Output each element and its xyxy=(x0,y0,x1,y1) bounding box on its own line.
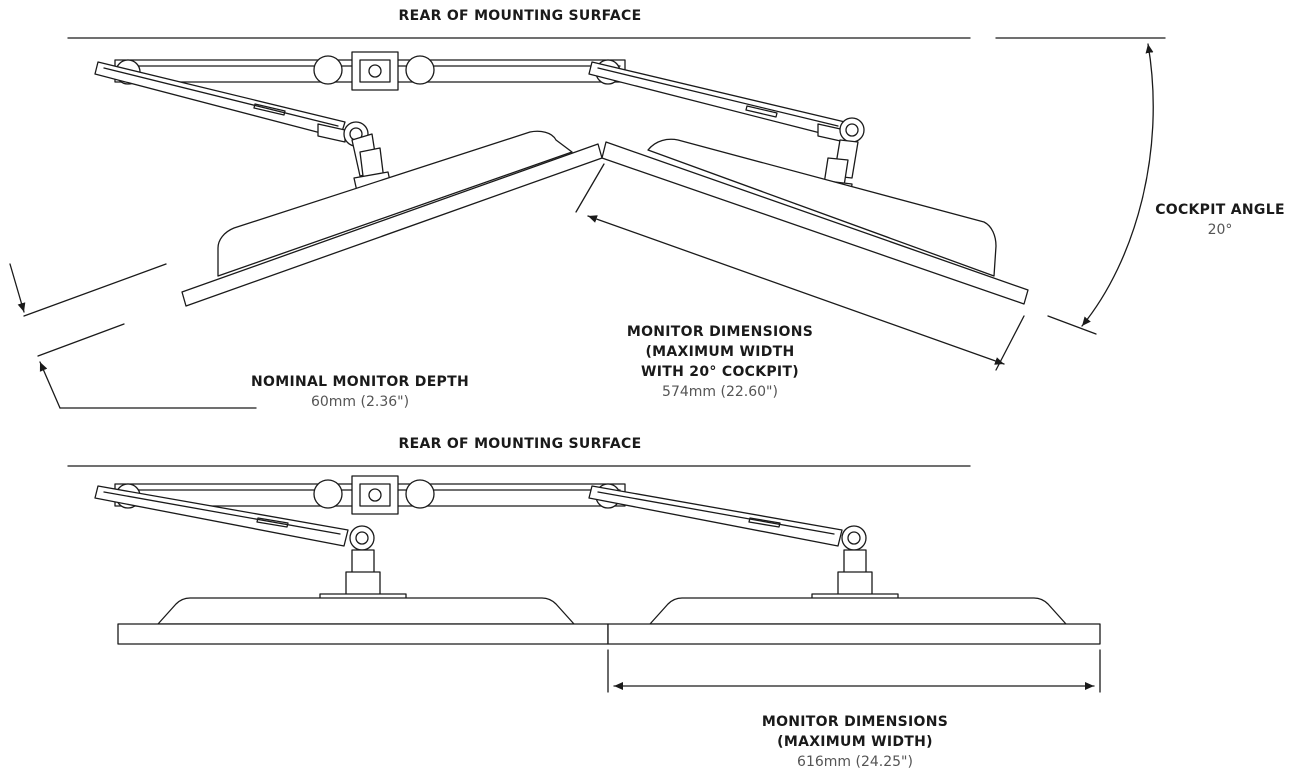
top-dimensions-line1: MONITOR DIMENSIONS xyxy=(626,324,814,340)
bottom-monitor-dimensions-label: MONITOR DIMENSIONS (MAXIMUM WIDTH) 616mm… xyxy=(740,712,970,772)
top-dimensions-value: 574mm (22.60") xyxy=(662,384,778,400)
top-right-monitor xyxy=(601,138,1029,305)
bottom-width-dimension xyxy=(607,649,1101,693)
bottom-dimensions-line1: MONITOR DIMENSIONS xyxy=(761,714,949,730)
depth-dimension xyxy=(9,263,257,409)
cockpit-angle-arc xyxy=(1047,43,1154,335)
bottom-arm-assembly xyxy=(94,475,899,601)
top-surface-label: REAR OF MOUNTING SURFACE xyxy=(398,8,642,24)
top-dimensions-line3: WITH 20° COCKPIT) xyxy=(641,364,799,380)
bottom-dimensions-value: 616mm (24.25") xyxy=(797,754,913,770)
monitor-depth-title: NOMINAL MONITOR DEPTH xyxy=(251,374,469,390)
bottom-left-monitor xyxy=(117,597,609,645)
bottom-dimensions-line2: (MAXIMUM WIDTH) xyxy=(777,734,933,750)
cockpit-angle-label: COCKPIT ANGLE 20° xyxy=(1130,200,1310,240)
top-monitor-dimensions-label: MONITOR DIMENSIONS (MAXIMUM WIDTH WITH 2… xyxy=(610,322,830,402)
cockpit-angle-title: COCKPIT ANGLE xyxy=(1155,202,1285,218)
top-width-dimension xyxy=(575,163,1025,371)
bottom-surface-label: REAR OF MOUNTING SURFACE xyxy=(398,436,642,452)
monitor-depth-value: 60mm (2.36") xyxy=(310,394,410,410)
cockpit-angle-value: 20° xyxy=(1207,222,1233,238)
bottom-right-monitor xyxy=(607,597,1101,645)
monitor-depth-label: NOMINAL MONITOR DEPTH 60mm (2.36") xyxy=(230,372,490,412)
top-dimensions-line2: (MAXIMUM WIDTH xyxy=(645,344,795,360)
top-left-monitor xyxy=(181,130,603,307)
